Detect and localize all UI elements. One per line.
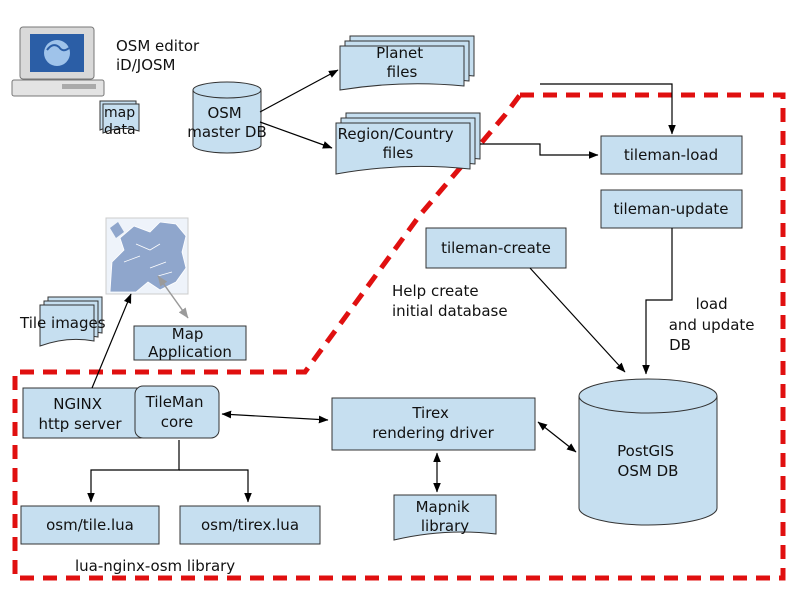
tileman-load-label: tileman-load	[624, 146, 718, 164]
map-application-box	[133, 325, 247, 361]
computer-icon	[11, 26, 105, 97]
tileman-create-box	[425, 227, 567, 269]
osm-master-db-cylinder	[192, 81, 262, 154]
tileman-update-label: tileman-update	[613, 200, 728, 218]
planet-files-label: Planet files	[376, 44, 428, 81]
tirex-label: Tirex rendering driver	[372, 404, 494, 442]
osm-tile-lua-box	[20, 505, 160, 545]
tileman-core-box	[134, 385, 220, 439]
postgis-label: PostGIS OSM DB	[617, 442, 679, 480]
nginx-label: NGINX http server	[38, 395, 122, 433]
tileman-create-label: tileman-create	[441, 239, 551, 257]
region-files-label: Region/Country files	[338, 125, 459, 162]
osm-master-db-label: OSM master DB	[187, 104, 267, 141]
help-create-label: Help create initial database	[392, 282, 508, 320]
mapnik-library-doc	[393, 494, 497, 541]
planet-files-stack	[339, 35, 475, 91]
mapnik-label: Mapnik library	[416, 498, 475, 535]
tile-stack-icon	[39, 296, 103, 347]
region-files-stack	[335, 112, 481, 175]
lua-library-label: lua-nginx-osm library	[75, 557, 235, 575]
tirex-box	[331, 397, 536, 451]
map-data-label: map data	[104, 105, 140, 138]
europe-map-icon	[105, 217, 189, 295]
load-update-label: load and update DB	[669, 295, 760, 354]
osm-tirex-lua-label: osm/tirex.lua	[201, 516, 299, 534]
nginx-box	[22, 387, 142, 439]
osm-tile-lua-label: osm/tile.lua	[46, 516, 134, 534]
tileman-load-box	[600, 135, 743, 175]
tileman-core-label: TileMan core	[145, 393, 209, 431]
map-application-label: Map Application	[148, 325, 232, 361]
tile-images-label: Tile images	[19, 314, 106, 332]
osm-editor-label: OSM editor iD/JOSM	[116, 37, 204, 74]
tileman-update-box	[600, 189, 743, 229]
server-region-border	[12, 92, 786, 581]
osm-tirex-lua-box	[179, 505, 321, 545]
postgis-cylinder	[578, 378, 718, 526]
